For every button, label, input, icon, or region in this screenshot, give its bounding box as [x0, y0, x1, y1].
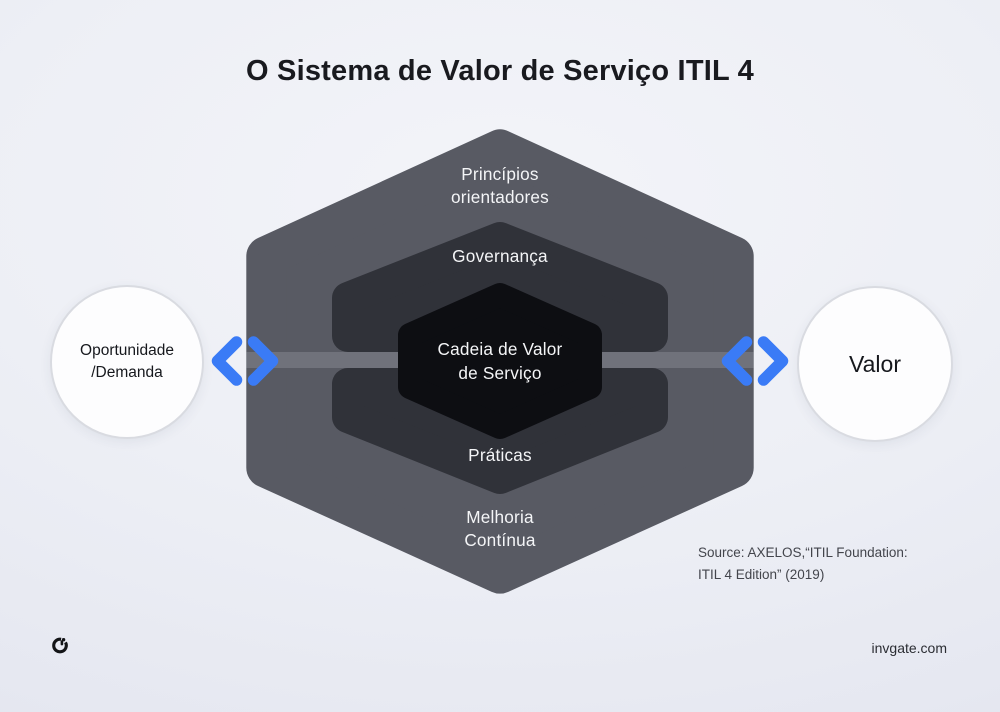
source-note: Source: AXELOS,“ITIL Foundation: ITIL 4 …	[698, 545, 908, 582]
chevron-right-icon	[247, 336, 279, 386]
label-continual-improvement: Melhoria Contínua	[464, 507, 536, 550]
website-url: invgate.com	[871, 640, 947, 656]
label-guiding-principles: Princípios orientadores	[451, 164, 549, 207]
left-flow-arrows-icon	[211, 336, 279, 386]
chevron-right-icon	[757, 336, 789, 386]
page-title: O Sistema de Valor de Serviço ITIL 4	[246, 55, 754, 87]
label-service-value-chain: Cadeia de Valor de Serviço	[437, 339, 563, 383]
value-circle: Valor	[797, 286, 953, 442]
logo-stem	[60, 640, 64, 646]
opportunity-demand-label: Oportunidade /Demanda	[80, 342, 174, 381]
opportunity-demand-circle: Oportunidade /Demanda	[50, 285, 204, 439]
label-practices: Práticas	[468, 445, 532, 465]
label-governance: Governança	[452, 246, 548, 266]
chevron-left-icon	[721, 336, 753, 386]
logo-ring	[52, 637, 68, 654]
value-label: Valor	[849, 350, 901, 377]
invgate-logo-icon	[52, 637, 68, 654]
chevron-left-icon	[211, 336, 243, 386]
center-hexagon-shape	[398, 283, 602, 439]
right-flow-arrows-icon	[721, 336, 789, 386]
